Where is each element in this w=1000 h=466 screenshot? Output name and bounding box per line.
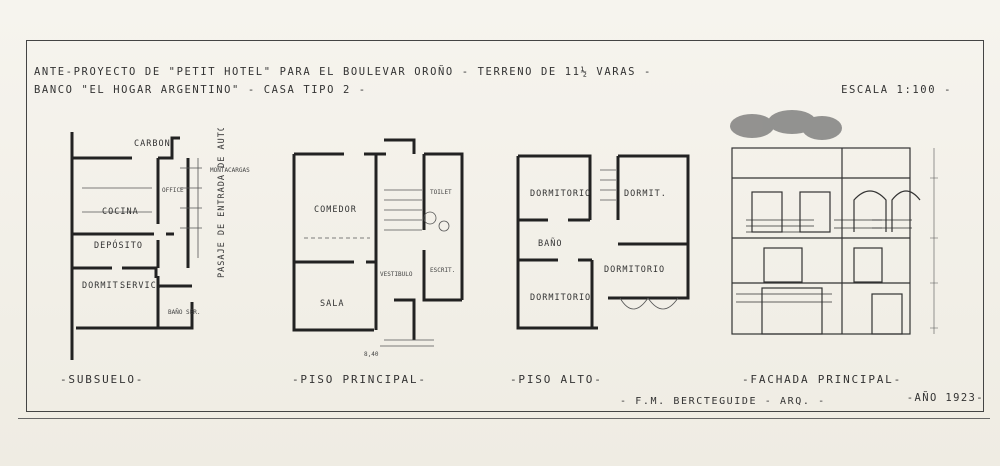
year-label: -AÑO 1923- bbox=[906, 392, 984, 404]
room-montacargas: MONTACARGAS bbox=[210, 167, 250, 174]
room-servicio: SERVIC. bbox=[120, 281, 163, 291]
plan-piso-alto: DORMITORIO DORMIT. BAÑO DORMITORIO DORMI… bbox=[516, 154, 690, 330]
room-dormit-servicio: DORMIT. bbox=[82, 281, 125, 291]
caption-piso-principal: -PISO PRINCIPAL- bbox=[292, 373, 427, 386]
room-cocina: COCINA bbox=[102, 207, 139, 217]
room-dormitorio-4: DORMITORIO bbox=[530, 293, 591, 303]
plan-subsuelo: CARBON COCINA DEPÓSITO DORMIT. SERVIC. B… bbox=[70, 128, 250, 360]
title-line-2: BANCO "EL HOGAR ARGENTINO" - CASA TIPO 2… bbox=[34, 84, 367, 96]
room-bano-servicio: BAÑO SER. bbox=[168, 309, 201, 316]
room-dormitorio-1: DORMITORIO bbox=[530, 189, 591, 199]
tree-silhouettes bbox=[730, 110, 842, 140]
title-line-1: ANTE-PROYECTO DE "PETIT HOTEL" PARA EL B… bbox=[34, 66, 652, 78]
caption-subsuelo: -SUBSUELO- bbox=[60, 373, 145, 386]
room-deposito: DEPÓSITO bbox=[94, 239, 143, 251]
room-office: OFFICE bbox=[162, 187, 184, 194]
room-dormitorio-2: DORMIT. bbox=[624, 189, 667, 199]
width-dimension: 8,40 bbox=[364, 351, 379, 358]
facade-elevation bbox=[730, 110, 938, 335]
room-carbon: CARBON bbox=[134, 139, 171, 149]
bottom-rule bbox=[18, 418, 990, 419]
drawing-border bbox=[26, 40, 984, 412]
room-bano: BAÑO bbox=[538, 238, 562, 249]
caption-fachada: -FACHADA PRINCIPAL- bbox=[742, 373, 903, 386]
room-dormitorio-3: DORMITORIO bbox=[604, 265, 665, 275]
room-toilet: TOILET bbox=[430, 189, 452, 196]
room-sala: SALA bbox=[320, 299, 344, 309]
caption-piso-alto: -PISO ALTO- bbox=[510, 373, 603, 386]
scale-label: ESCALA 1:100 - bbox=[841, 84, 952, 96]
room-vestibulo: VESTIBULO bbox=[380, 271, 413, 278]
plan-piso-principal: COMEDOR SALA VESTIBULO TOILET ESCRIT. 8,… bbox=[292, 138, 464, 358]
room-escritorio: ESCRIT. bbox=[430, 267, 455, 274]
room-comedor: COMEDOR bbox=[314, 205, 357, 215]
architect-signature: - F.M. BERCTEGUIDE - ARQ. - bbox=[620, 396, 826, 407]
passage-label: PASAJE DE ENTRADA DE AUTOS bbox=[217, 128, 227, 278]
